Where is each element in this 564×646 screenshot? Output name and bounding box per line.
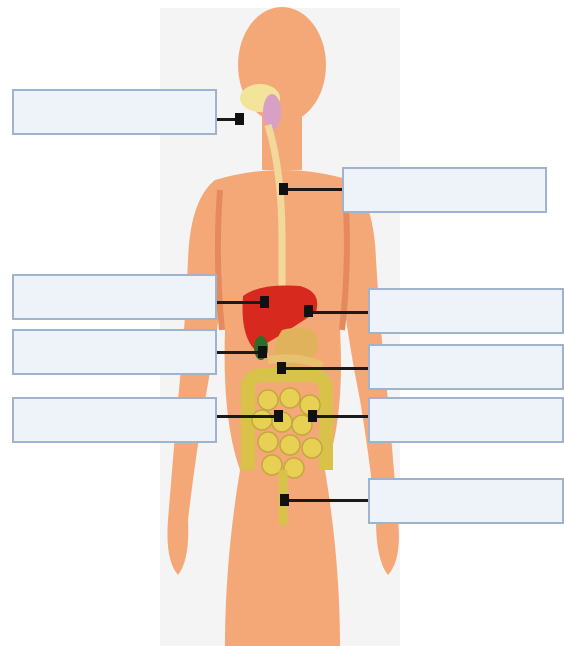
label-box-rectum[interactable] — [368, 478, 564, 524]
label-box-stomach[interactable] — [368, 288, 564, 334]
label-box-pancreas[interactable] — [368, 344, 564, 390]
label-box-large-intestine[interactable] — [368, 397, 564, 443]
label-box-mouth[interactable] — [12, 89, 217, 135]
leader-dot — [258, 346, 267, 358]
leader-dot — [274, 410, 283, 422]
leader-line — [217, 415, 279, 418]
leader-dot — [235, 113, 244, 125]
leader-line — [306, 311, 368, 314]
label-box-gallbladder[interactable] — [12, 329, 217, 375]
label-box-small-intestine[interactable] — [12, 397, 217, 443]
leader-dot — [280, 494, 289, 506]
salivary-gland — [263, 94, 281, 130]
leader-line — [217, 301, 265, 304]
leader-dot — [304, 305, 313, 317]
leader-line — [282, 188, 342, 191]
leader-dot — [279, 183, 288, 195]
leader-line — [282, 367, 368, 370]
leader-line — [217, 351, 262, 354]
label-box-liver[interactable] — [12, 274, 217, 320]
leader-line — [312, 415, 368, 418]
leader-dot — [277, 362, 286, 374]
leader-line — [284, 499, 368, 502]
leader-dot — [260, 296, 269, 308]
label-box-esophagus[interactable] — [342, 167, 547, 213]
leader-dot — [308, 410, 317, 422]
